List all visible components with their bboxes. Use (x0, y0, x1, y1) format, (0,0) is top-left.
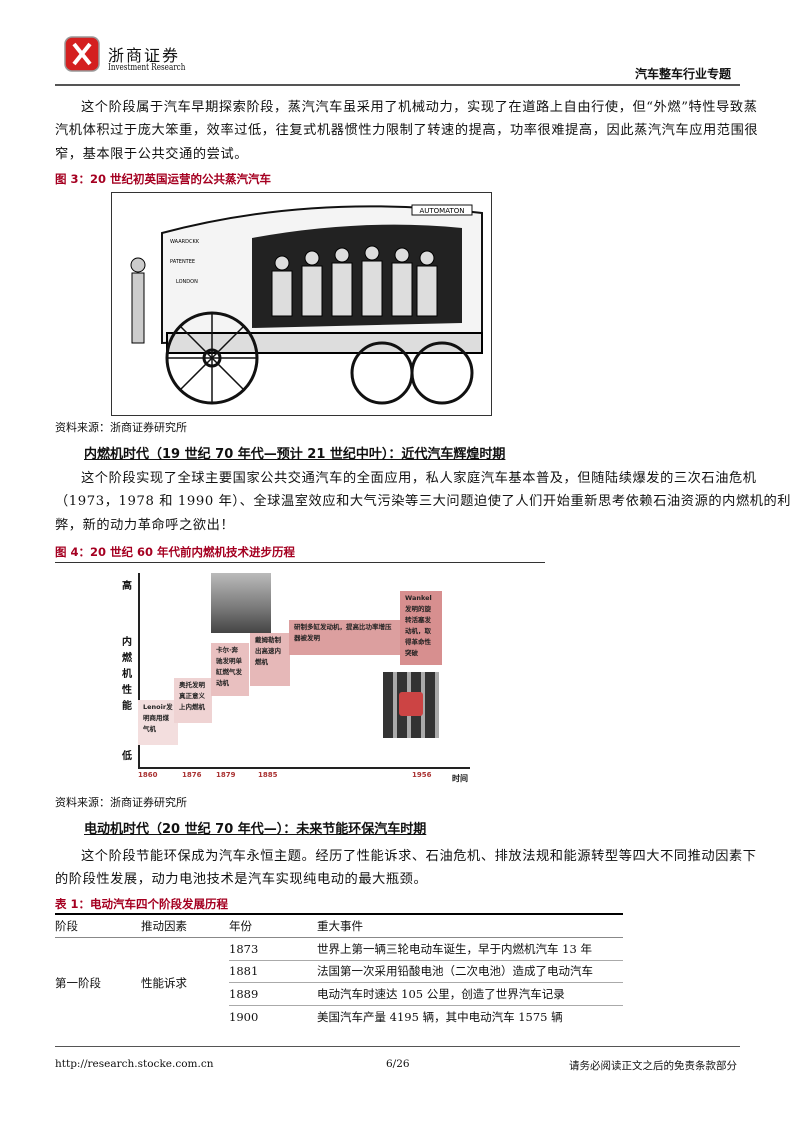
section-heading-ev: 电动机时代（20 世纪 70 年代—）：未来节能环保汽车时期 (84, 822, 427, 837)
x-axis (138, 767, 470, 769)
steam-bus-image: AUTOMATON WAARDCKK PATENTEE LONDON (111, 192, 492, 416)
y-axis-label: 内燃机性能 (122, 637, 132, 712)
figure-3-source: 资料来源：浙商证券研究所 (55, 421, 187, 434)
table-row: 1900 美国汽车产量 4195 辆，其中电动汽车 1575 辆 (55, 1005, 623, 1028)
header-cell: 重大事件 (317, 919, 363, 933)
line: 的阶段性发展，动力电池技术是汽车实现纯电动的最大瓶颈。 (55, 872, 428, 888)
footer-rule (55, 1046, 740, 1047)
line: 弊，新的动力革命呼之欲出！ (55, 517, 235, 533)
paragraph-1: 这个阶段属于汽车早期探索阶段，蒸汽汽车虽采用了机械动力，实现了在道路上自由行使，… (55, 96, 759, 166)
line: 这个阶段属于汽车早期探索阶段，蒸汽汽车虽采用了机械动力，实现了在道路上自由行使，… (81, 100, 758, 115)
x-tick-label: 1956 (412, 771, 432, 779)
year-cell: 1881 (229, 960, 317, 983)
figure-3-caption: 图 3：20 世纪初英国运营的公共蒸汽汽车 (55, 172, 272, 186)
timeline-event-box: 研制多缸发动机，提高比功率增压器被发明 (289, 620, 401, 655)
sign-automaton: AUTOMATON (419, 207, 464, 215)
x-tick-label: 1885 (258, 771, 278, 779)
figure-4-source: 资料来源：浙商证券研究所 (55, 796, 187, 809)
table-1-caption: 表 1：电动汽车四个阶段发展历程 (55, 897, 229, 911)
event-cell: 世界上第一辆三轮电动车诞生，早于内燃机汽车 13 年 (317, 937, 623, 961)
header-cell: 年份 (229, 919, 252, 933)
table-row: 第一阶段 性能诉求 1873 世界上第一辆三轮电动车诞生，早于内燃机汽车 13 … (55, 937, 623, 990)
section-heading-ice: 内燃机时代（19 世纪 70 年代—预计 21 世纪中叶）：近代汽车辉煌时期 (84, 447, 506, 462)
photo-wankel-engine (383, 672, 439, 738)
ev-stages-table: 阶段 推动因素 年份 重大事件 第一阶段 性能诉求 1873 世界上第一辆三轮电… (55, 915, 623, 1028)
timeline-event-box: Lenoir发明商用煤气机 (138, 700, 178, 745)
timeline-event-box: 戴姆勒制出高速内燃机 (250, 633, 290, 686)
sign: WAARDCKK (170, 239, 200, 245)
sign: LONDON (176, 279, 198, 285)
footer-disclaimer: 请务必阅读正文之后的免责条款部分 (569, 1060, 737, 1072)
event-cell: 电动汽车时速达 105 公里，创造了世界汽车记录 (317, 982, 623, 1006)
line: 这个阶段节能环保成为汽车永恒主题。经历了性能诉求、石油危机、排放法规和能源转型等… (81, 849, 757, 864)
line: 汽机体积过于庞大笨重，效率过低，往复式机器惯性力限制了转速的提高，功率很难提高，… (55, 123, 759, 139)
x-tick-label: 1879 (216, 771, 236, 779)
x-tick-label: 1860 (138, 771, 158, 779)
table-header-row: 阶段 推动因素 年份 重大事件 (55, 915, 623, 938)
header-rule (55, 84, 740, 86)
page-number: 6/26 (386, 1058, 410, 1070)
ice-progress-chart: 高 内燃机性能 低 时间 Lenoir发明商用煤气机奥托发明真正意义上内燃机卡尔… (110, 565, 470, 785)
x-axis-label: 时间 (452, 774, 468, 783)
header-cell: 阶段 (55, 919, 78, 933)
stage-cell: 第一阶段 (55, 975, 101, 990)
sign: PATENTEE (170, 259, 195, 265)
caption-rule (55, 562, 545, 563)
x-tick-label: 1876 (182, 771, 202, 779)
photo-benz-car (211, 573, 271, 633)
table-top-rule (55, 913, 623, 915)
logo-cn: 浙商证券 (108, 46, 181, 65)
report-title: 汽车整车行业专题 (634, 67, 731, 81)
event-cell: 法国第一次采用铅酸电池（二次电池）造成了电动汽车 (317, 960, 623, 983)
year-cell: 1873 (229, 937, 317, 961)
header-cell: 推动因素 (141, 919, 187, 933)
line: 这个阶段实现了全球主要国家公共交通汽车的全面应用，私人家庭汽车基本普及，但随陆续… (81, 471, 757, 486)
timeline-event-box: Wankel发明的旋转活塞发动机，取得革命性突破 (400, 591, 442, 665)
y-low-label: 低 (122, 751, 132, 762)
event-cell: 美国汽车产量 4195 辆，其中电动汽车 1575 辆 (317, 1009, 563, 1024)
y-axis (138, 573, 140, 768)
paragraph-3: 这个阶段节能环保成为汽车永恒主题。经历了性能诉求、石油危机、排放法规和能源转型等… (55, 845, 757, 892)
line: 窄，基本限于公共交通的尝试。 (55, 146, 249, 162)
logo (64, 36, 102, 74)
line: （1973，1978 和 1990 年）、全球温室效应和大气污染等三大问题迫使了… (55, 494, 792, 510)
paragraph-2: 这个阶段实现了全球主要国家公共交通汽车的全面应用，私人家庭汽车基本普及，但随陆续… (55, 467, 792, 537)
y-high-label: 高 (122, 581, 132, 592)
driver-cell: 性能诉求 (141, 975, 187, 990)
logo-en: Investment Research (108, 63, 186, 73)
timeline-event-box: 卡尔·奔驰发明单缸燃气发动机 (211, 643, 249, 696)
figure-4-caption: 图 4：20 世纪 60 年代前内燃机技术进步历程 (55, 545, 296, 559)
timeline-event-box: 奥托发明真正意义上内燃机 (174, 678, 212, 723)
footer-url[interactable]: http://research.stocke.com.cn (55, 1058, 214, 1070)
year-cell: 1900 (229, 1009, 259, 1024)
year-cell: 1889 (229, 982, 317, 1006)
